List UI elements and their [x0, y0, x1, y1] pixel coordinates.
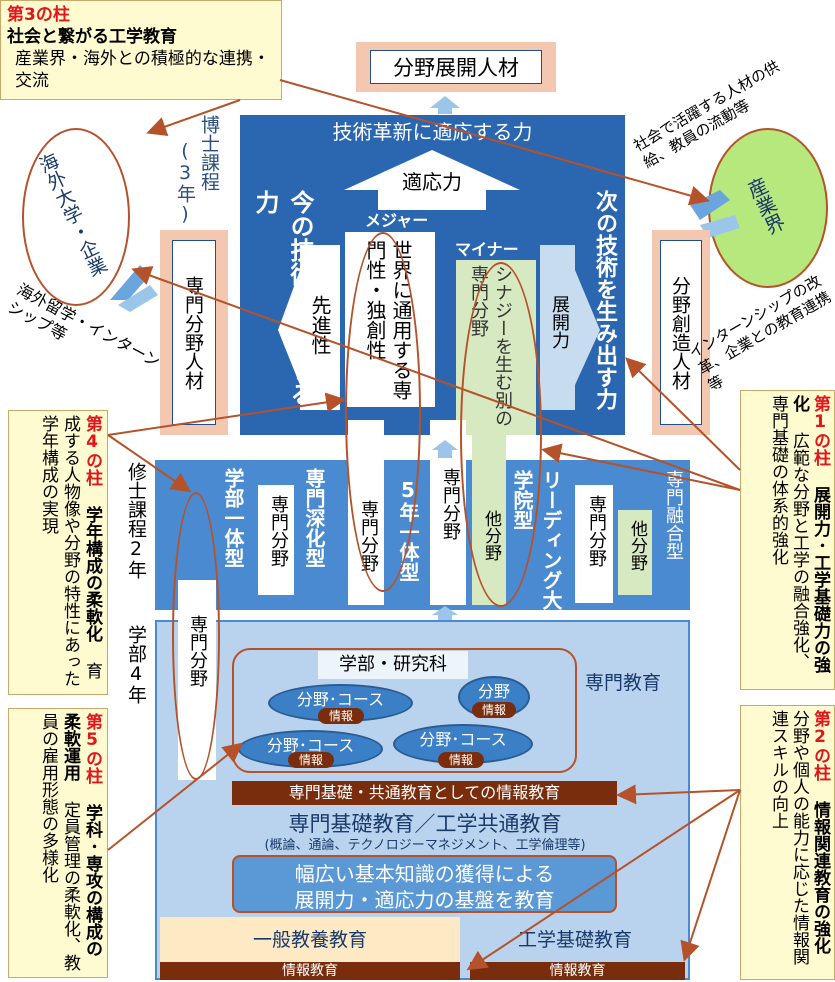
- leading-field-label: 専門分野: [440, 468, 461, 540]
- pillar4-title: 第4の柱: [82, 415, 102, 486]
- pillar3-title: 第3の柱: [7, 5, 70, 25]
- pillar4-heading: 学年構成の柔軟化: [82, 506, 102, 642]
- pillar4-body: 育成する人物像や分野の特性にあった学年構成の実現: [38, 415, 102, 687]
- dept-frame: [232, 648, 577, 773]
- minor-ellipse: [460, 262, 542, 607]
- fusion-field-label: 専門分野: [586, 495, 607, 567]
- eng-basic-info-bar: 情報教育: [470, 962, 685, 980]
- pillar2-heading: 情報関連教育の強化: [810, 801, 830, 954]
- dept-label: 学部・研究科: [318, 651, 468, 679]
- pillar2-body: 分野や個人の能力に応じた情報関連スキルの向上: [768, 710, 809, 965]
- master-label: 修士課程2年: [125, 462, 147, 579]
- next-tech-label: 次の技術を生み出す力: [592, 190, 617, 410]
- fusion-field-box: [575, 485, 613, 603]
- broad-line1: 幅広い基本知識の獲得による: [294, 862, 555, 886]
- creator-label: 分野創造人材: [660, 240, 702, 425]
- fusion-other-box: [618, 510, 652, 595]
- specialist-label: 専門分野人材: [172, 240, 216, 425]
- major-label: メジャー: [365, 211, 429, 230]
- course-oval-4-info: 情報: [438, 752, 484, 768]
- major-ellipse: [345, 232, 421, 592]
- advanced-label: 先進性: [308, 295, 332, 355]
- adaptability-label: 適応力: [402, 170, 462, 194]
- general-box: [160, 917, 460, 962]
- common-sub: (概論、通論、テクノロジーマネジメント、工学倫理等): [264, 838, 586, 853]
- pillar3-body: 産業界・海外との積極的な連携・交流: [15, 49, 270, 91]
- pillar1-body: 広範な分野と工学の融合強化、専門基礎の体系的強化: [768, 395, 809, 670]
- pillar5-body: 定員管理の柔軟化、教員の雇用形態の多様化: [38, 713, 80, 971]
- common-title: 専門基礎教育／工学共通教育: [288, 812, 562, 836]
- fusion-label: 専門融合型: [663, 470, 684, 560]
- pillar4-note: 第4の柱 学年構成の柔軟化 育成する人物像や分野の特性にあった学年構成の実現: [8, 410, 108, 695]
- broad-line2: 展開力・適応力の基盤を教育: [294, 888, 555, 912]
- course-oval-3-label: 分野･コース: [266, 736, 355, 755]
- pillar2-note: 第2の柱 情報関連教育の強化 分野や個人の能力に応じた情報関連スキルの向上: [740, 705, 835, 980]
- specialized-field-box: [258, 485, 294, 595]
- pillar1-title: 第1の柱: [810, 395, 830, 466]
- course-oval-3-info: 情報: [288, 752, 334, 768]
- undergrad-label: 学部4年: [125, 625, 147, 704]
- expansion-label: 展開力: [549, 295, 570, 349]
- fusion-other-label: 他分野: [627, 520, 647, 571]
- general-info-bar: 情報教育: [160, 962, 460, 980]
- broad-box: [232, 855, 617, 913]
- course-oval-1-info: 情報: [318, 708, 364, 724]
- pillar1-note: 第1の柱 展開力･工学基礎力の強化 広範な分野と工学の融合強化、専門基礎の体系的…: [740, 390, 835, 690]
- pillar5-title: 第5の柱: [82, 713, 102, 784]
- pillar5-note: 第5の柱 学科･専攻の構成の柔軟運用 定員管理の柔軟化、教員の雇用形態の多様化: [8, 708, 108, 978]
- pillar1-heading: 展開力･工学基礎力の強化: [789, 395, 830, 673]
- overseas-ellipse: [22, 128, 130, 306]
- doctor-years: (3年): [174, 140, 196, 225]
- course-oval-4-label: 分野･コース: [419, 730, 507, 749]
- course-oval-2-label: 分野: [477, 682, 510, 701]
- doctor-top-band: 技術革新に適応する力: [240, 115, 625, 149]
- top-output-label: 分野展開人材: [370, 50, 542, 84]
- course-oval-1: [268, 684, 413, 722]
- pillar3-note: 第3の柱 社会と繋がる工学教育 産業界・海外との積極的な連携・交流: [0, 0, 282, 100]
- general-label: 一般教養教育: [252, 929, 367, 951]
- minor-label: マイナー: [455, 240, 519, 259]
- course-oval-1-label: 分野･コース: [296, 690, 385, 709]
- info-edu-bar: 専門基礎・共通教育としての情報教育: [232, 781, 617, 805]
- course-oval-2-info: 情報: [472, 702, 516, 718]
- eng-basic-label: 工学基礎教育: [517, 929, 632, 951]
- pillar2-title: 第2の柱: [810, 710, 830, 781]
- pillar3-heading: 社会と繋がる工学教育: [7, 27, 177, 47]
- pillar5-heading: 学科･専攻の構成の柔軟運用: [60, 713, 102, 957]
- specialized-label: 専門深化型: [302, 468, 326, 568]
- specialized-edu-label: 専門教育: [585, 672, 662, 694]
- doctor-label: 博士課程: [198, 115, 220, 191]
- specialized-field-label: 専門分野: [268, 495, 289, 567]
- integrated-label: 学部一体型: [221, 468, 245, 568]
